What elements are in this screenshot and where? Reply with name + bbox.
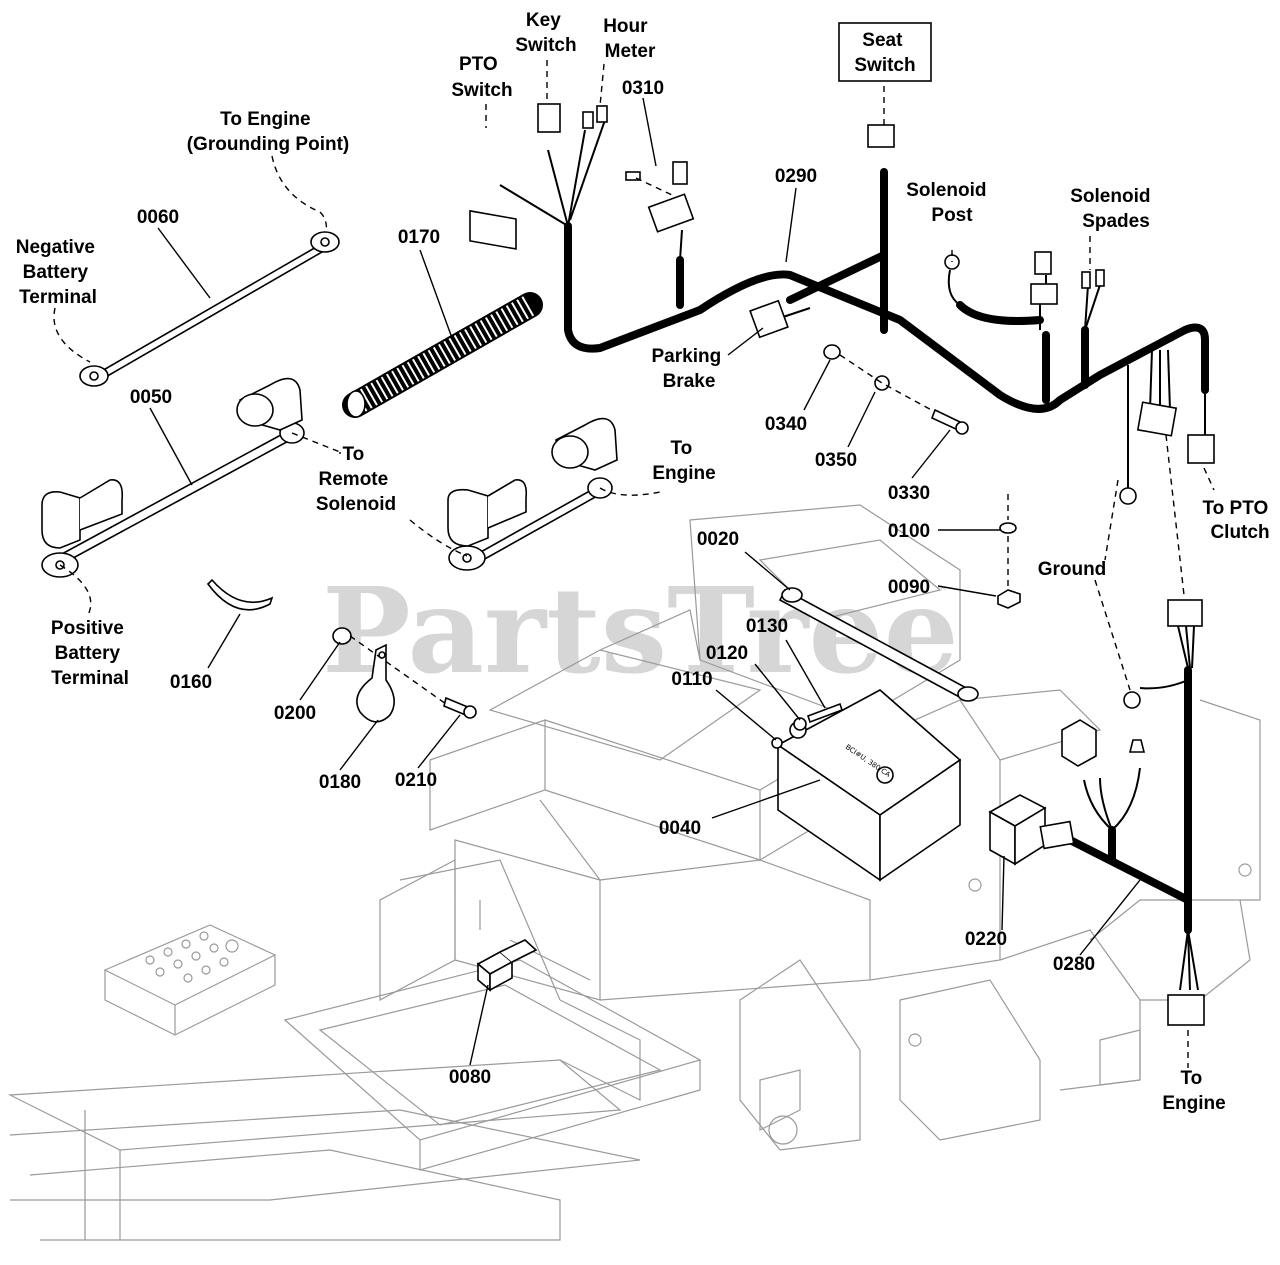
part-0050[interactable]: 0050 — [130, 387, 172, 408]
part-0120[interactable]: 0120 — [706, 643, 748, 664]
secondary-wiring-harness — [1039, 599, 1205, 1026]
label-key-switch: Key Switch — [515, 10, 576, 56]
battery-cable — [41, 377, 305, 578]
label-to-engine-grounding-point: To Engine (Grounding Point) — [187, 109, 350, 155]
part-0310[interactable]: 0310 — [622, 78, 664, 99]
part-0090[interactable]: 0090 — [888, 577, 930, 598]
label-seat-switch: Seat Switch — [854, 30, 915, 76]
pedal-holes — [145, 931, 239, 983]
watermark: PartsTree — [322, 561, 959, 700]
hex-nut — [997, 589, 1021, 609]
battery: BCI#U, 380 CA — [776, 689, 962, 882]
leader-lines — [53, 60, 1215, 1068]
label-solenoid-spades: Solenoid Spades — [1070, 186, 1156, 232]
brake-switch-hardware — [823, 344, 969, 435]
label-pto-switch: PTO Switch — [451, 54, 512, 101]
part-0060[interactable]: 0060 — [137, 207, 179, 228]
part-0350[interactable]: 0350 — [815, 450, 857, 471]
label-parking-brake: Parking Brake — [652, 346, 727, 392]
label-positive-battery-terminal: Positive Battery Terminal — [51, 618, 129, 689]
part-0160[interactable]: 0160 — [170, 672, 212, 693]
label-to-engine-cable: To Engine — [652, 438, 715, 484]
part-0200[interactable]: 0200 — [274, 703, 316, 724]
part-number-callouts: 0310 0290 0060 0170 0050 0340 0350 0330 … — [130, 78, 1095, 1088]
part-0100[interactable]: 0100 — [888, 521, 930, 542]
label-negative-battery-terminal: Negative Battery Terminal — [16, 237, 100, 308]
chassis-frame: BCI#U, 380 CA — [7, 504, 1261, 1241]
lock-washer — [999, 522, 1017, 534]
part-0020[interactable]: 0020 — [697, 529, 739, 550]
part-0210[interactable]: 0210 — [395, 770, 437, 791]
part-0280[interactable]: 0280 — [1053, 954, 1095, 975]
label-to-remote-solenoid: To Remote Solenoid — [316, 444, 396, 515]
part-0290[interactable]: 0290 — [775, 166, 817, 187]
engine-cable — [447, 417, 618, 571]
part-0040[interactable]: 0040 — [659, 818, 701, 839]
label-solenoid-post: Solenoid Post — [906, 180, 992, 226]
part-0330[interactable]: 0330 — [888, 483, 930, 504]
ground-cable — [79, 231, 340, 387]
seat-switch-label-box — [838, 22, 932, 82]
clamp-hardware — [332, 627, 477, 723]
split-loom-conduit — [342, 292, 543, 418]
part-0170[interactable]: 0170 — [398, 227, 440, 248]
part-0180[interactable]: 0180 — [319, 772, 361, 793]
main-wiring-harness — [469, 103, 1215, 505]
pedal-switch — [476, 939, 538, 992]
part-0130[interactable]: 0130 — [746, 616, 788, 637]
part-0220[interactable]: 0220 — [965, 929, 1007, 950]
label-hour-meter: Hour Meter — [603, 16, 656, 62]
part-0080[interactable]: 0080 — [449, 1067, 491, 1088]
label-to-engine-harness: To Engine — [1162, 1068, 1225, 1114]
label-to-pto-clutch: To PTO Clutch — [1202, 498, 1273, 543]
rocker-switch — [1061, 719, 1097, 767]
part-0110[interactable]: 0110 — [671, 669, 712, 690]
callout-labels: Seat Switch Key Switch Hour Meter PTO Sw… — [16, 10, 1273, 1114]
part-0340[interactable]: 0340 — [765, 414, 807, 435]
indicator-light — [1128, 739, 1146, 753]
cable-tie — [206, 578, 274, 611]
relay — [988, 794, 1047, 866]
label-ground: Ground — [1038, 559, 1107, 580]
